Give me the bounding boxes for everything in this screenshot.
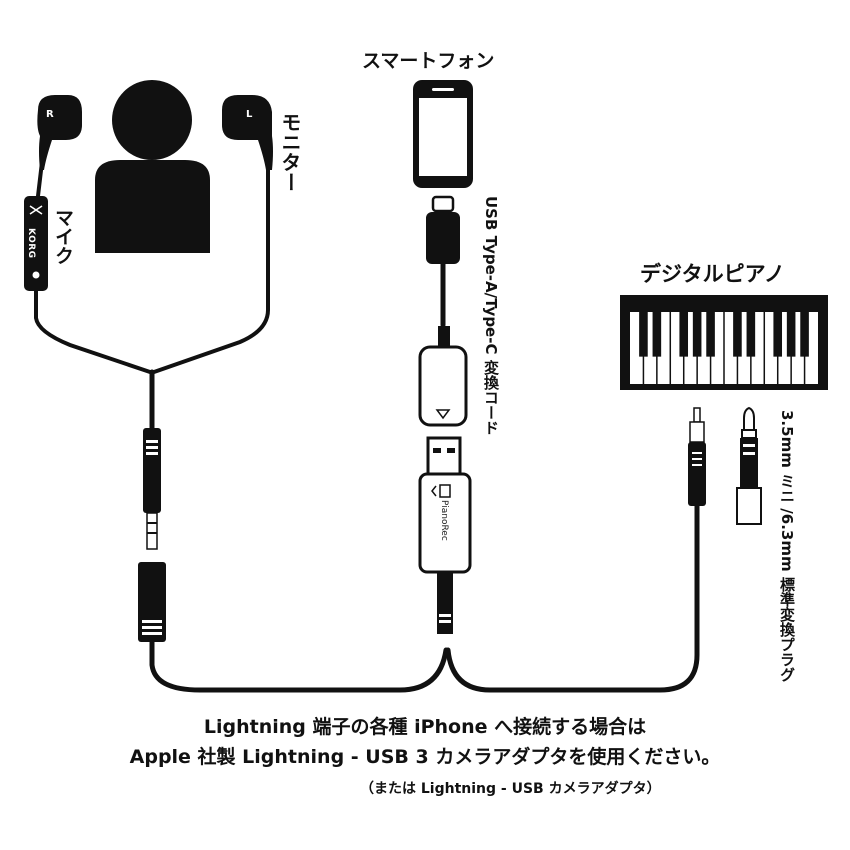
smartphone-icon <box>413 80 473 188</box>
right-earbud-letter: R <box>46 109 54 120</box>
mini-plug-icon <box>688 407 706 506</box>
digital-piano-label: デジタルピアノ <box>640 262 785 286</box>
digital-piano-icon <box>620 295 828 390</box>
monitor-label: モニター <box>278 112 302 192</box>
piano-black-key <box>786 312 796 357</box>
plug-adapter-label: 3.5mm ミニ /6.3mm 標準変換プラグ <box>778 410 796 682</box>
piano-black-key <box>706 312 715 357</box>
bottom-cord-left <box>149 637 449 693</box>
usb-cable-collar <box>438 326 450 348</box>
headset-plug-icon <box>143 428 161 550</box>
mic-label: マイク <box>52 208 74 265</box>
usb-c-plug-icon <box>426 195 460 264</box>
type-a-adapter-icon <box>418 345 468 427</box>
mic-icon <box>32 271 40 279</box>
left-earbud-letter: L <box>246 109 253 120</box>
piano-black-key <box>692 312 702 357</box>
usb-cable-label: USB Type-A/Type-C 変換コード <box>482 196 500 435</box>
piano-black-key <box>652 312 662 357</box>
person-head <box>112 80 192 160</box>
mic-inline-body <box>24 196 48 291</box>
standard-plug-adapter-icon <box>736 406 762 525</box>
bottom-cord-right <box>445 502 700 693</box>
cables <box>34 143 700 693</box>
piano-black-key <box>679 312 689 357</box>
caption-line-1: Lightning 端子の各種 iPhone へ接続する場合は <box>203 716 647 738</box>
piano-black-key <box>800 312 809 357</box>
cable-jack-icon <box>138 562 166 642</box>
pianorec-logo: PianoRec <box>439 500 449 541</box>
caption-line-2: Apple 社製 Lightning - USB 3 カメラアダプタを使用くださ… <box>129 746 721 768</box>
piano-black-key <box>733 312 742 357</box>
person-icon <box>95 80 210 253</box>
left-earbud-icon <box>222 95 273 170</box>
caption-note: （または Lightning - USB カメラアダプタ） <box>360 781 661 797</box>
smartphone-label: スマートフォン <box>362 50 495 72</box>
mic-mute-icon <box>29 205 43 215</box>
piano-black-key <box>639 312 648 357</box>
person-body <box>95 160 210 253</box>
mic-cord-lower <box>34 288 152 374</box>
pianorec-cable <box>437 572 453 634</box>
left-earbud-cord <box>152 148 270 374</box>
korg-logo: KORG <box>26 228 36 259</box>
right-earbud-icon <box>37 95 82 170</box>
usb-a-plug-icon <box>426 436 462 478</box>
piano-black-key <box>746 312 756 357</box>
piano-black-key <box>773 312 783 357</box>
